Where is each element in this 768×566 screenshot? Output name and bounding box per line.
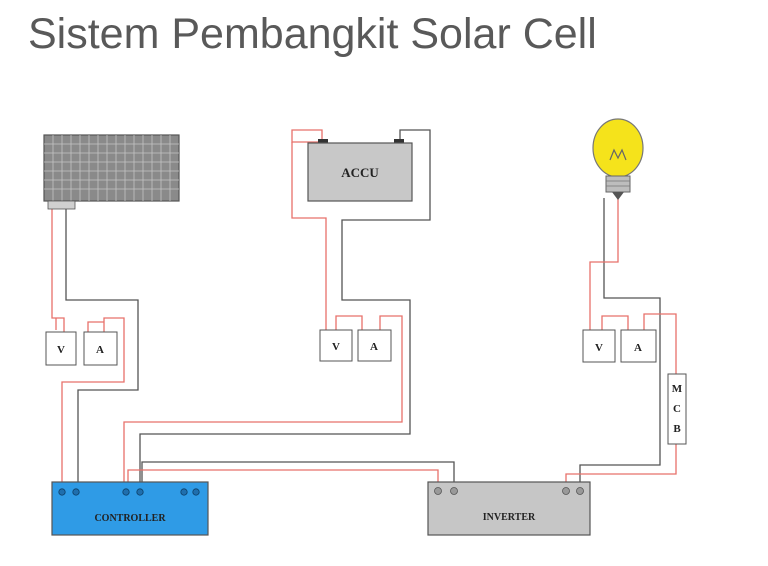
wire-ctrl-inv-black [141, 461, 455, 488]
panel-voltmeter [45, 331, 77, 366]
controller-unit: CONTROLLER [51, 481, 209, 536]
accu-battery: ACCU [307, 139, 413, 202]
lamp-meters: V A [582, 329, 657, 363]
accu-ammeter-label: A [370, 341, 378, 353]
wiring [51, 129, 677, 488]
wire-accu-red-down [291, 142, 327, 330]
panel-junction-box [47, 200, 76, 210]
wire-panel-red-ctrl [61, 317, 125, 488]
wire-lamp-black [579, 198, 661, 488]
slide-title: Sistem Pembangkit Solar Cell [28, 10, 597, 58]
lamp-bulb-icon [592, 118, 644, 200]
controller-label: CONTROLLER [94, 513, 166, 524]
wire-panel-black [65, 208, 139, 488]
accu-voltmeter-label: V [332, 341, 340, 353]
solar-panel [43, 134, 180, 210]
accu-ammeter [357, 329, 392, 362]
wire-ctrl-inv-red [127, 469, 439, 488]
mcb-letter-c: C [673, 403, 681, 415]
lamp-voltmeter [582, 329, 616, 363]
wire-accu-red [291, 129, 323, 143]
accu-meters: V A [319, 329, 392, 362]
panel-voltmeter-label: V [57, 344, 65, 356]
wire-accu-red-ctrl [123, 315, 403, 488]
inverter-label: INVERTER [483, 512, 536, 523]
wire-lamp-red [589, 198, 619, 330]
wire-accu-meter [335, 315, 363, 330]
mcb-letter-b: B [673, 423, 681, 435]
wire-panel-red [51, 208, 65, 332]
wire-mcb-inv [565, 444, 677, 488]
panel-ammeter [83, 331, 118, 366]
wire-lamp-red-mcb [643, 313, 677, 374]
wire-accu-black [139, 129, 431, 488]
accu-label: ACCU [341, 165, 379, 180]
lamp-voltmeter-label: V [595, 342, 603, 354]
panel-meters: V A [45, 331, 118, 366]
accu-voltmeter [319, 329, 353, 362]
wire-panel-meter-a [87, 321, 104, 332]
lamp-ammeter-label: A [634, 342, 642, 354]
wire-lamp-meter [601, 315, 629, 330]
mcb-breaker: M C B [667, 373, 687, 445]
panel-ammeter-label: A [96, 344, 104, 356]
lamp-ammeter [620, 329, 657, 363]
inverter-unit: INVERTER [427, 481, 591, 536]
mcb-letter-m: M [672, 383, 683, 395]
